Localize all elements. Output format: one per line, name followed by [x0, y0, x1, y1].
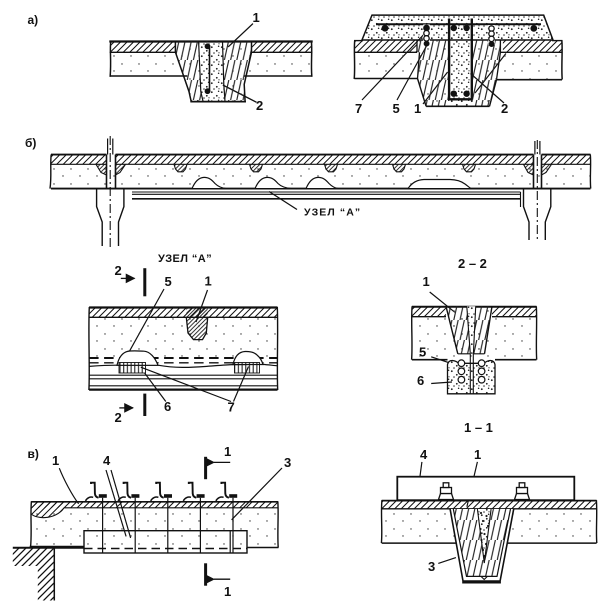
svg-text:1: 1 [423, 274, 430, 289]
svg-text:УЗЕЛ “А”: УЗЕЛ “А” [158, 253, 212, 265]
svg-text:а): а) [28, 13, 39, 27]
svg-text:1: 1 [224, 444, 231, 459]
svg-text:1: 1 [224, 584, 231, 599]
svg-text:б): б) [25, 136, 36, 150]
svg-text:2: 2 [115, 410, 122, 425]
svg-text:1: 1 [474, 447, 481, 462]
svg-text:3: 3 [284, 455, 291, 470]
svg-text:1: 1 [52, 453, 59, 468]
svg-text:1: 1 [205, 274, 212, 289]
svg-text:1: 1 [414, 101, 421, 116]
svg-text:4: 4 [103, 453, 111, 468]
svg-text:2: 2 [501, 101, 508, 116]
svg-text:1: 1 [253, 10, 260, 25]
svg-text:2 – 2: 2 – 2 [458, 256, 487, 271]
svg-text:2: 2 [115, 263, 122, 278]
svg-text:УЗЕЛ “А”: УЗЕЛ “А” [304, 207, 361, 219]
svg-text:6: 6 [164, 399, 171, 414]
svg-text:5: 5 [393, 101, 400, 116]
svg-text:5: 5 [165, 274, 172, 289]
svg-text:2: 2 [256, 98, 263, 113]
svg-text:в): в) [28, 447, 39, 461]
svg-text:4: 4 [420, 447, 428, 462]
svg-text:7: 7 [355, 101, 362, 116]
svg-text:7: 7 [228, 400, 235, 415]
svg-text:3: 3 [428, 559, 435, 574]
svg-text:1 – 1: 1 – 1 [464, 420, 493, 435]
svg-text:6: 6 [417, 373, 424, 388]
